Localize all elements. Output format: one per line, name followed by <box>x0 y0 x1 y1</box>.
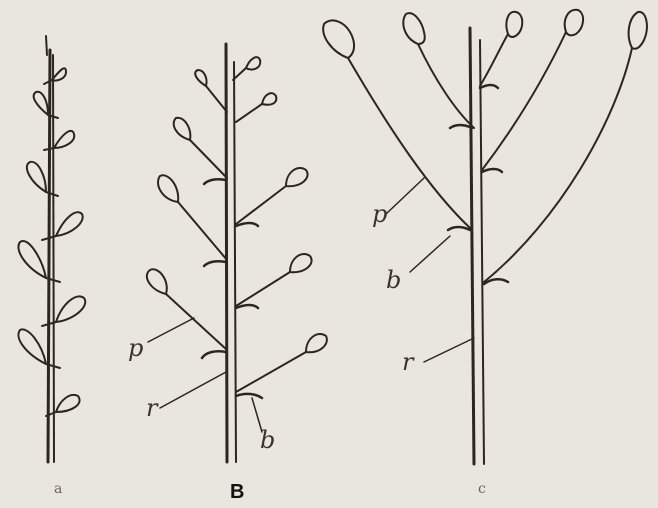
panel-c-leader-p <box>386 178 424 214</box>
panel-c-pedicel-2 <box>418 44 474 128</box>
panel-b-flower-2 <box>195 70 206 86</box>
panel-b-pedicel-label: p <box>128 336 143 360</box>
panel-b-bract-3 <box>204 261 226 266</box>
panel-c-bract-3 <box>482 169 502 172</box>
panel-b-pedicel-8 <box>166 294 227 350</box>
panel-b-pedicel-5 <box>236 186 286 224</box>
panel-b-pedicel-9 <box>236 352 306 392</box>
panel-c-pedicel-4 <box>482 32 566 170</box>
panel-b-bract-4 <box>236 305 258 308</box>
panel-a-label: a <box>54 482 62 496</box>
panel-a-flower-9 <box>46 395 80 416</box>
panel-c-rachis-label: r <box>402 350 413 374</box>
panel-c-bract-2 <box>450 125 472 128</box>
panel-b-bract-5 <box>202 351 226 358</box>
panel-c-bract-4 <box>448 227 470 230</box>
panel-c-rachis-inner <box>480 40 484 464</box>
panel-c-flower-5 <box>629 12 647 49</box>
panel-a-flower-2 <box>34 92 58 118</box>
panel-b-pedicel-4 <box>190 140 227 178</box>
panel-a-drawing <box>18 36 85 462</box>
panel-b-flower-5 <box>286 168 308 186</box>
panel-c-rachis <box>470 28 474 464</box>
panel-b-bract-6 <box>236 394 262 398</box>
panel-c-bract-1 <box>480 85 498 88</box>
panel-c-pedicel-5 <box>484 48 632 282</box>
panel-c-label: c <box>478 482 486 496</box>
panel-b-rachis-label: r <box>146 396 157 420</box>
panel-b-flower-1 <box>246 57 260 69</box>
panel-b-leader-p <box>148 318 194 342</box>
panel-b-drawing <box>147 44 327 462</box>
panel-c-leader-r <box>424 338 474 362</box>
panel-c-pedicel-label: p <box>372 202 387 226</box>
panel-c-flower-4 <box>565 10 583 36</box>
panel-c-bract-label: b <box>386 268 401 292</box>
panel-b-flower-9 <box>306 334 327 352</box>
panel-b-flower-4 <box>174 118 191 140</box>
panel-b-rachis <box>226 44 227 462</box>
panel-b-flower-6 <box>158 175 178 202</box>
panel-b-bract-2 <box>236 223 258 226</box>
panel-b-leader-r <box>160 372 226 408</box>
panel-b-pedicel-3 <box>236 104 262 122</box>
panel-b-flower-8 <box>147 269 167 294</box>
panel-b-pedicel-2 <box>206 86 227 112</box>
panel-c-drawing <box>323 10 647 464</box>
panel-b-flower-7 <box>290 254 312 272</box>
panel-b-label: B <box>230 482 244 502</box>
panel-b-bract-label: b <box>260 428 275 452</box>
panel-b-pedicel-7 <box>236 272 290 306</box>
panel-b-bract-1 <box>204 179 226 184</box>
panel-c-pedicel-3 <box>480 34 508 86</box>
panel-b-pedicel-6 <box>178 202 227 260</box>
panel-b-flower-3 <box>262 93 276 105</box>
panel-c-leader-b <box>410 236 450 272</box>
panel-c-flower-1 <box>323 20 354 58</box>
panel-c-pedicel-1 <box>348 58 470 228</box>
panel-c-flower-3 <box>506 12 522 37</box>
panel-a-tip <box>46 36 47 55</box>
panel-c-flower-2 <box>403 13 424 44</box>
panel-a-flower-1 <box>44 68 66 84</box>
